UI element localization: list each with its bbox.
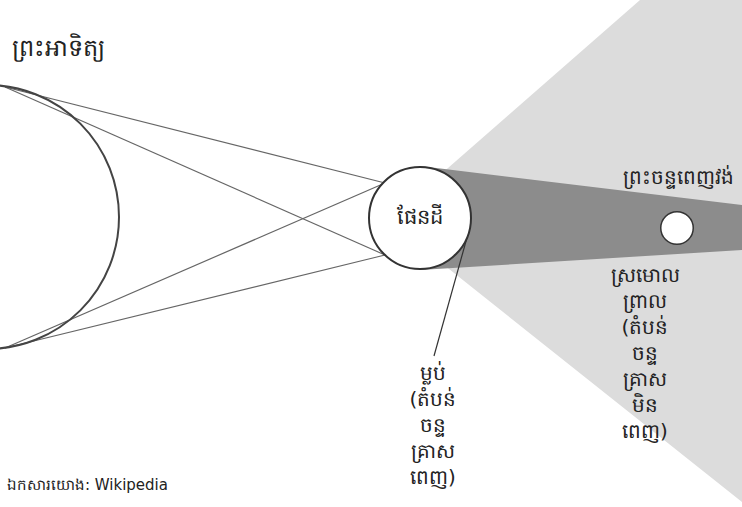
moon-circle: ព្រះចន្ទពេញវង់	[660, 211, 694, 245]
light-ray	[5, 183, 385, 348]
source-note: ឯកសារយោង: Wikipedia	[5, 476, 170, 496]
sun-circle	[0, 85, 119, 349]
umbra-label: ម្លប់ (តំបន់ចន្ទគ្រាសពេញ)	[408, 360, 459, 490]
sun-circle-outline	[0, 84, 120, 350]
light-ray	[5, 87, 385, 255]
moon-circle	[661, 212, 694, 245]
light-ray	[5, 255, 385, 348]
sun-circle: ព្រះអាទិត្យ	[0, 84, 120, 350]
sun-label: ព្រះអាទិត្យ	[12, 34, 105, 63]
light-ray	[5, 87, 385, 183]
earth-circle: ផែនដី	[368, 166, 472, 270]
moon-circle-outline	[660, 211, 694, 245]
earth-circle	[369, 167, 471, 269]
penumbra-label: ស្រមោលព្រាល (តំបន់ចន្ទគ្រាស មិនពេញ)	[609, 262, 682, 444]
earth-label: ផែនដី	[397, 205, 443, 230]
moon-label: ព្រះចន្ទពេញវង់	[623, 165, 734, 189]
